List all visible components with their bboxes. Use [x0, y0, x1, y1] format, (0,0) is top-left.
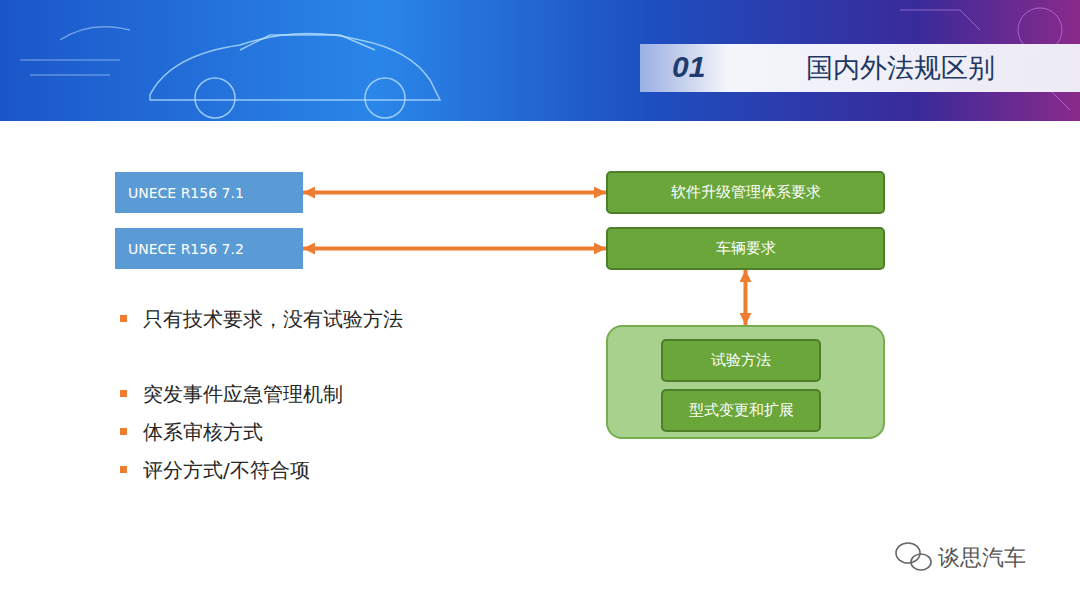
car-illustration: [20, 27, 440, 118]
bullet-markers: [120, 315, 127, 473]
bullet-text: 评分方式/不符合项: [143, 457, 310, 484]
bullet-text: 体系审核方式: [143, 419, 263, 446]
box-text: 车辆要求: [716, 239, 776, 258]
double-arrow: [303, 247, 606, 251]
group-box: 试验方法型式变更和扩展: [606, 325, 885, 439]
requirement-box: 软件升级管理体系要求: [606, 171, 885, 214]
box-text: 试验方法: [711, 351, 771, 370]
method-box: 试验方法: [661, 339, 821, 382]
method-box: 型式变更和扩展: [661, 389, 821, 432]
standard-box: UNECE R156 7.1: [115, 172, 303, 213]
bullet-text: 突发事件应急管理机制: [143, 381, 343, 408]
standard-box: UNECE R156 7.2: [115, 228, 303, 269]
header-bar: [0, 0, 1080, 121]
section-number: 01: [672, 50, 705, 84]
double-arrow: [303, 191, 606, 195]
title-band: [640, 44, 1080, 92]
bullet-text: 只有技术要求，没有试验方法: [143, 306, 403, 333]
page-title: 国内外法规区别: [806, 50, 995, 86]
box-text: 软件升级管理体系要求: [671, 183, 821, 202]
watermark: 谈思汽车: [938, 543, 1026, 573]
box-text: UNECE R156 7.1: [128, 185, 244, 201]
wechat-icon: [896, 543, 931, 570]
box-text: UNECE R156 7.2: [128, 241, 244, 257]
requirement-box: 车辆要求: [606, 227, 885, 270]
double-arrow: [744, 270, 748, 325]
box-text: 型式变更和扩展: [689, 401, 794, 420]
